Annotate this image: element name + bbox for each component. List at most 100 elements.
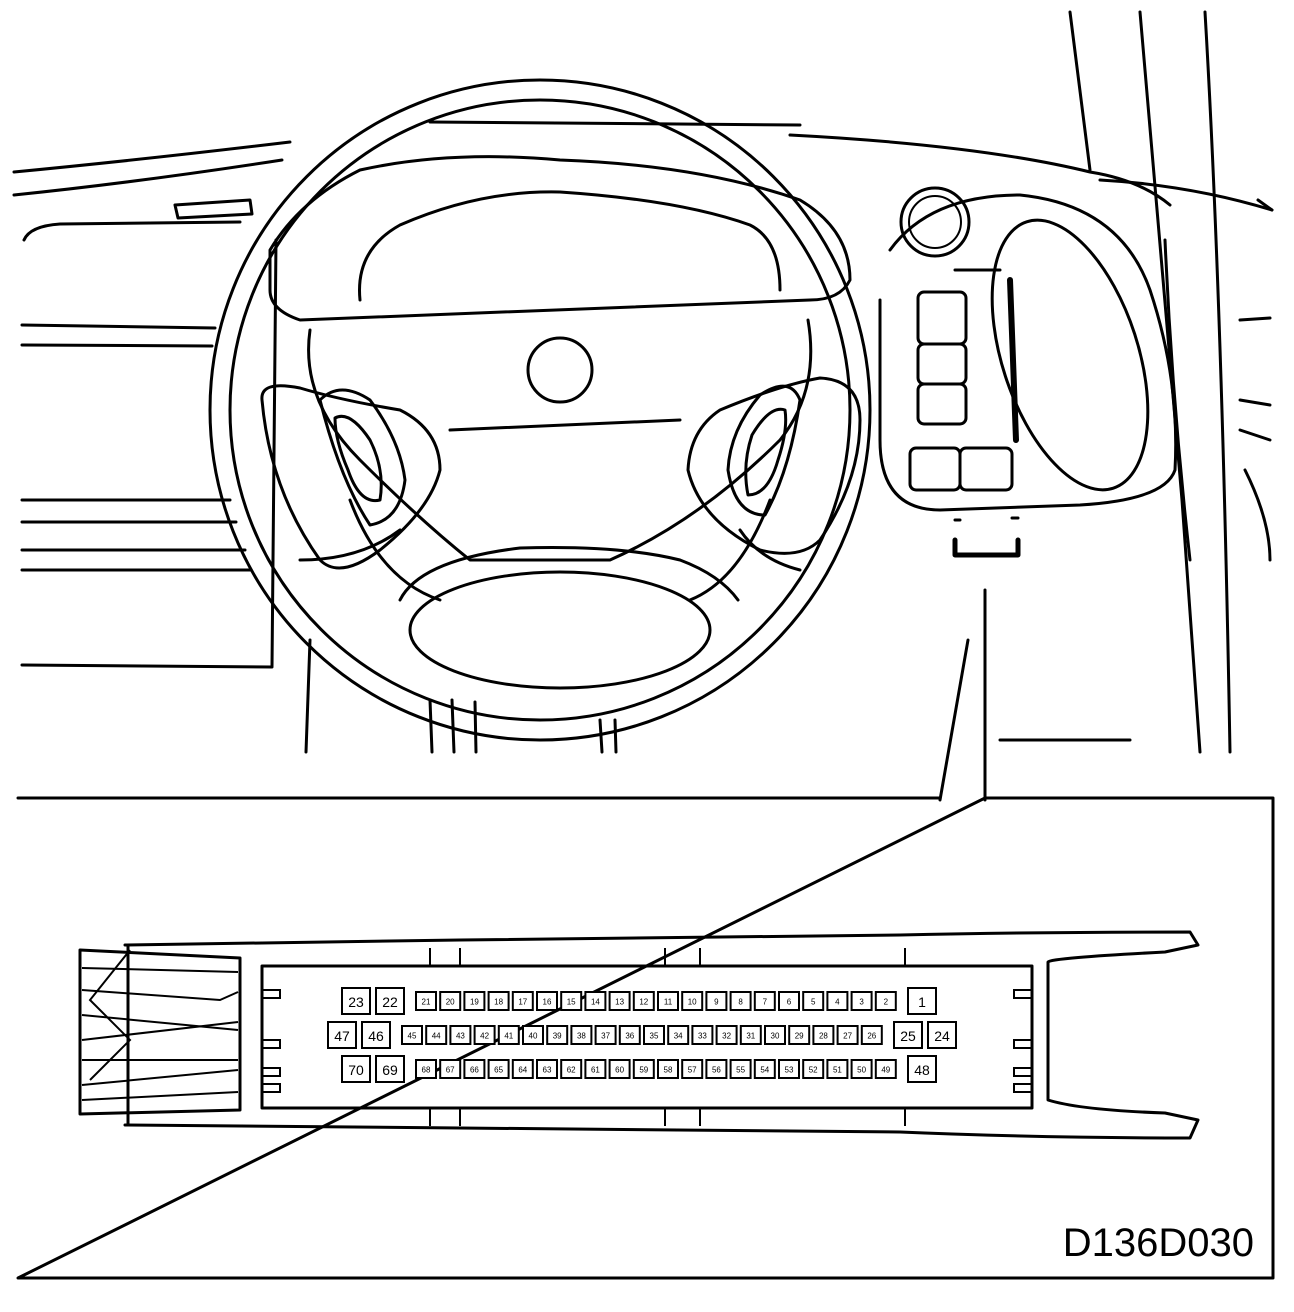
connector-pin: 32: [715, 1025, 738, 1045]
connector-pin: 49: [874, 1059, 897, 1079]
connector-pin-number: 32: [722, 1032, 731, 1041]
connector-pin: 60: [608, 1059, 631, 1079]
connector-pin-number: 3: [859, 998, 864, 1007]
connector-pin-number: 5: [811, 998, 816, 1007]
connector-pin: 38: [570, 1025, 593, 1045]
connector-pin: 66: [463, 1059, 486, 1079]
connector-pin-number: 7: [763, 998, 768, 1007]
connector-pin-number: 18: [494, 998, 503, 1007]
connector-pin-number: 21: [422, 998, 431, 1007]
connector-pin: 21: [415, 991, 437, 1011]
connector-pin-number: 17: [518, 998, 527, 1007]
connector-pin: 40: [522, 1025, 544, 1045]
connector-pin-number: 48: [914, 1062, 930, 1078]
connector-pin: 5: [802, 991, 825, 1011]
connector-pin: 6: [778, 991, 800, 1011]
connector-pin: 28: [812, 1025, 835, 1045]
connector-pin: 42: [473, 1025, 496, 1045]
connector-pin: 29: [788, 1025, 811, 1045]
connector-pin-number: 1: [918, 994, 926, 1010]
connector-pin: 55: [729, 1059, 752, 1079]
connector-pin-number: 12: [639, 998, 648, 1007]
connector-pin: 61: [584, 1059, 607, 1079]
connector-pin: 64: [511, 1059, 534, 1079]
dashboard-illustration: [12, 10, 1274, 802]
connector-pin-number: 43: [456, 1032, 465, 1041]
connector-pin-number: 61: [591, 1066, 600, 1075]
connector-pin-number: 10: [688, 998, 697, 1007]
connector-pin-number: 39: [553, 1032, 562, 1041]
connector-pin: 15: [560, 991, 583, 1011]
connector-pin: 48: [907, 1055, 937, 1083]
connector-pin: 52: [802, 1059, 825, 1079]
connector-pin-number: 28: [819, 1032, 828, 1041]
connector-pin-number: 50: [857, 1066, 866, 1075]
connector-pin: 3: [850, 991, 873, 1011]
connector-pin: 70: [341, 1055, 371, 1083]
connector-pin-number: 14: [591, 998, 600, 1007]
connector-pin-number: 35: [650, 1032, 659, 1041]
connector-pin-number: 8: [738, 998, 743, 1007]
connector-pin-number: 52: [809, 1066, 818, 1075]
connector-pin-number: 6: [787, 998, 792, 1007]
connector-pin: 54: [753, 1059, 776, 1079]
connector-pin: 16: [536, 991, 558, 1011]
connector-pin-number: 49: [881, 1066, 890, 1075]
connector-pin: 10: [681, 991, 704, 1011]
connector-pin-number: 11: [664, 998, 673, 1007]
connector-pin-number: 53: [785, 1066, 794, 1075]
connector-pin: 25: [893, 1021, 923, 1049]
connector-pin: 50: [850, 1059, 873, 1079]
connector-pin: 45: [401, 1025, 423, 1045]
connector-pin-number: 31: [746, 1032, 755, 1041]
connector-pin-number: 22: [382, 994, 398, 1010]
connector-pin-number: 40: [529, 1032, 538, 1041]
connector-pin-number: 51: [833, 1066, 842, 1075]
connector-pin-number: 69: [382, 1062, 398, 1078]
connector-pin-number: 29: [795, 1032, 804, 1041]
connector-pin-number: 24: [934, 1028, 950, 1044]
connector-pin: 31: [739, 1025, 762, 1045]
connector-pin: 26: [860, 1025, 883, 1045]
connector-pin: 63: [536, 1059, 558, 1079]
connector-pin-number: 27: [843, 1032, 852, 1041]
connector-pin: 56: [705, 1059, 728, 1079]
connector-pin-number: 2: [884, 998, 889, 1007]
connector-pin: 59: [632, 1059, 655, 1079]
connector-pin: 37: [594, 1025, 617, 1045]
connector-pin-number: 34: [674, 1032, 683, 1041]
connector-pin-number: 9: [714, 998, 719, 1007]
connector-pin: 34: [667, 1025, 690, 1045]
connector-pin-number: 66: [470, 1066, 479, 1075]
connector-pin: 36: [618, 1025, 641, 1045]
connector-pin: 44: [425, 1025, 448, 1045]
connector-pin-number: 59: [639, 1066, 648, 1075]
connector-pin: 8: [729, 991, 752, 1011]
connector-pin: 46: [361, 1021, 391, 1049]
connector-pin: 30: [764, 1025, 786, 1045]
connector-pin-number: 58: [664, 1066, 673, 1075]
connector-pin-number: 42: [480, 1032, 489, 1041]
connector-pin: 13: [608, 991, 631, 1011]
connector-pin: 47: [327, 1021, 357, 1049]
connector-pin: 11: [657, 991, 679, 1011]
connector-pin: 53: [778, 1059, 800, 1079]
connector-pin-number: 20: [446, 998, 455, 1007]
connector-pin: 4: [826, 991, 849, 1011]
connector-pin-number: 70: [348, 1062, 364, 1078]
connector-pin-number: 19: [470, 998, 479, 1007]
connector-pin: 41: [497, 1025, 520, 1045]
connector-pin: 67: [439, 1059, 462, 1079]
connector-pin: 51: [826, 1059, 849, 1079]
connector-pin-number: 33: [698, 1032, 707, 1041]
connector-pin: 62: [560, 1059, 583, 1079]
connector-pin: 33: [691, 1025, 714, 1045]
connector-pin-number: 64: [518, 1066, 527, 1075]
connector-pin-number: 13: [615, 998, 624, 1007]
connector-pin-number: 62: [567, 1066, 576, 1075]
connector-pin-number: 47: [334, 1028, 350, 1044]
connector-pin: 14: [584, 991, 607, 1011]
